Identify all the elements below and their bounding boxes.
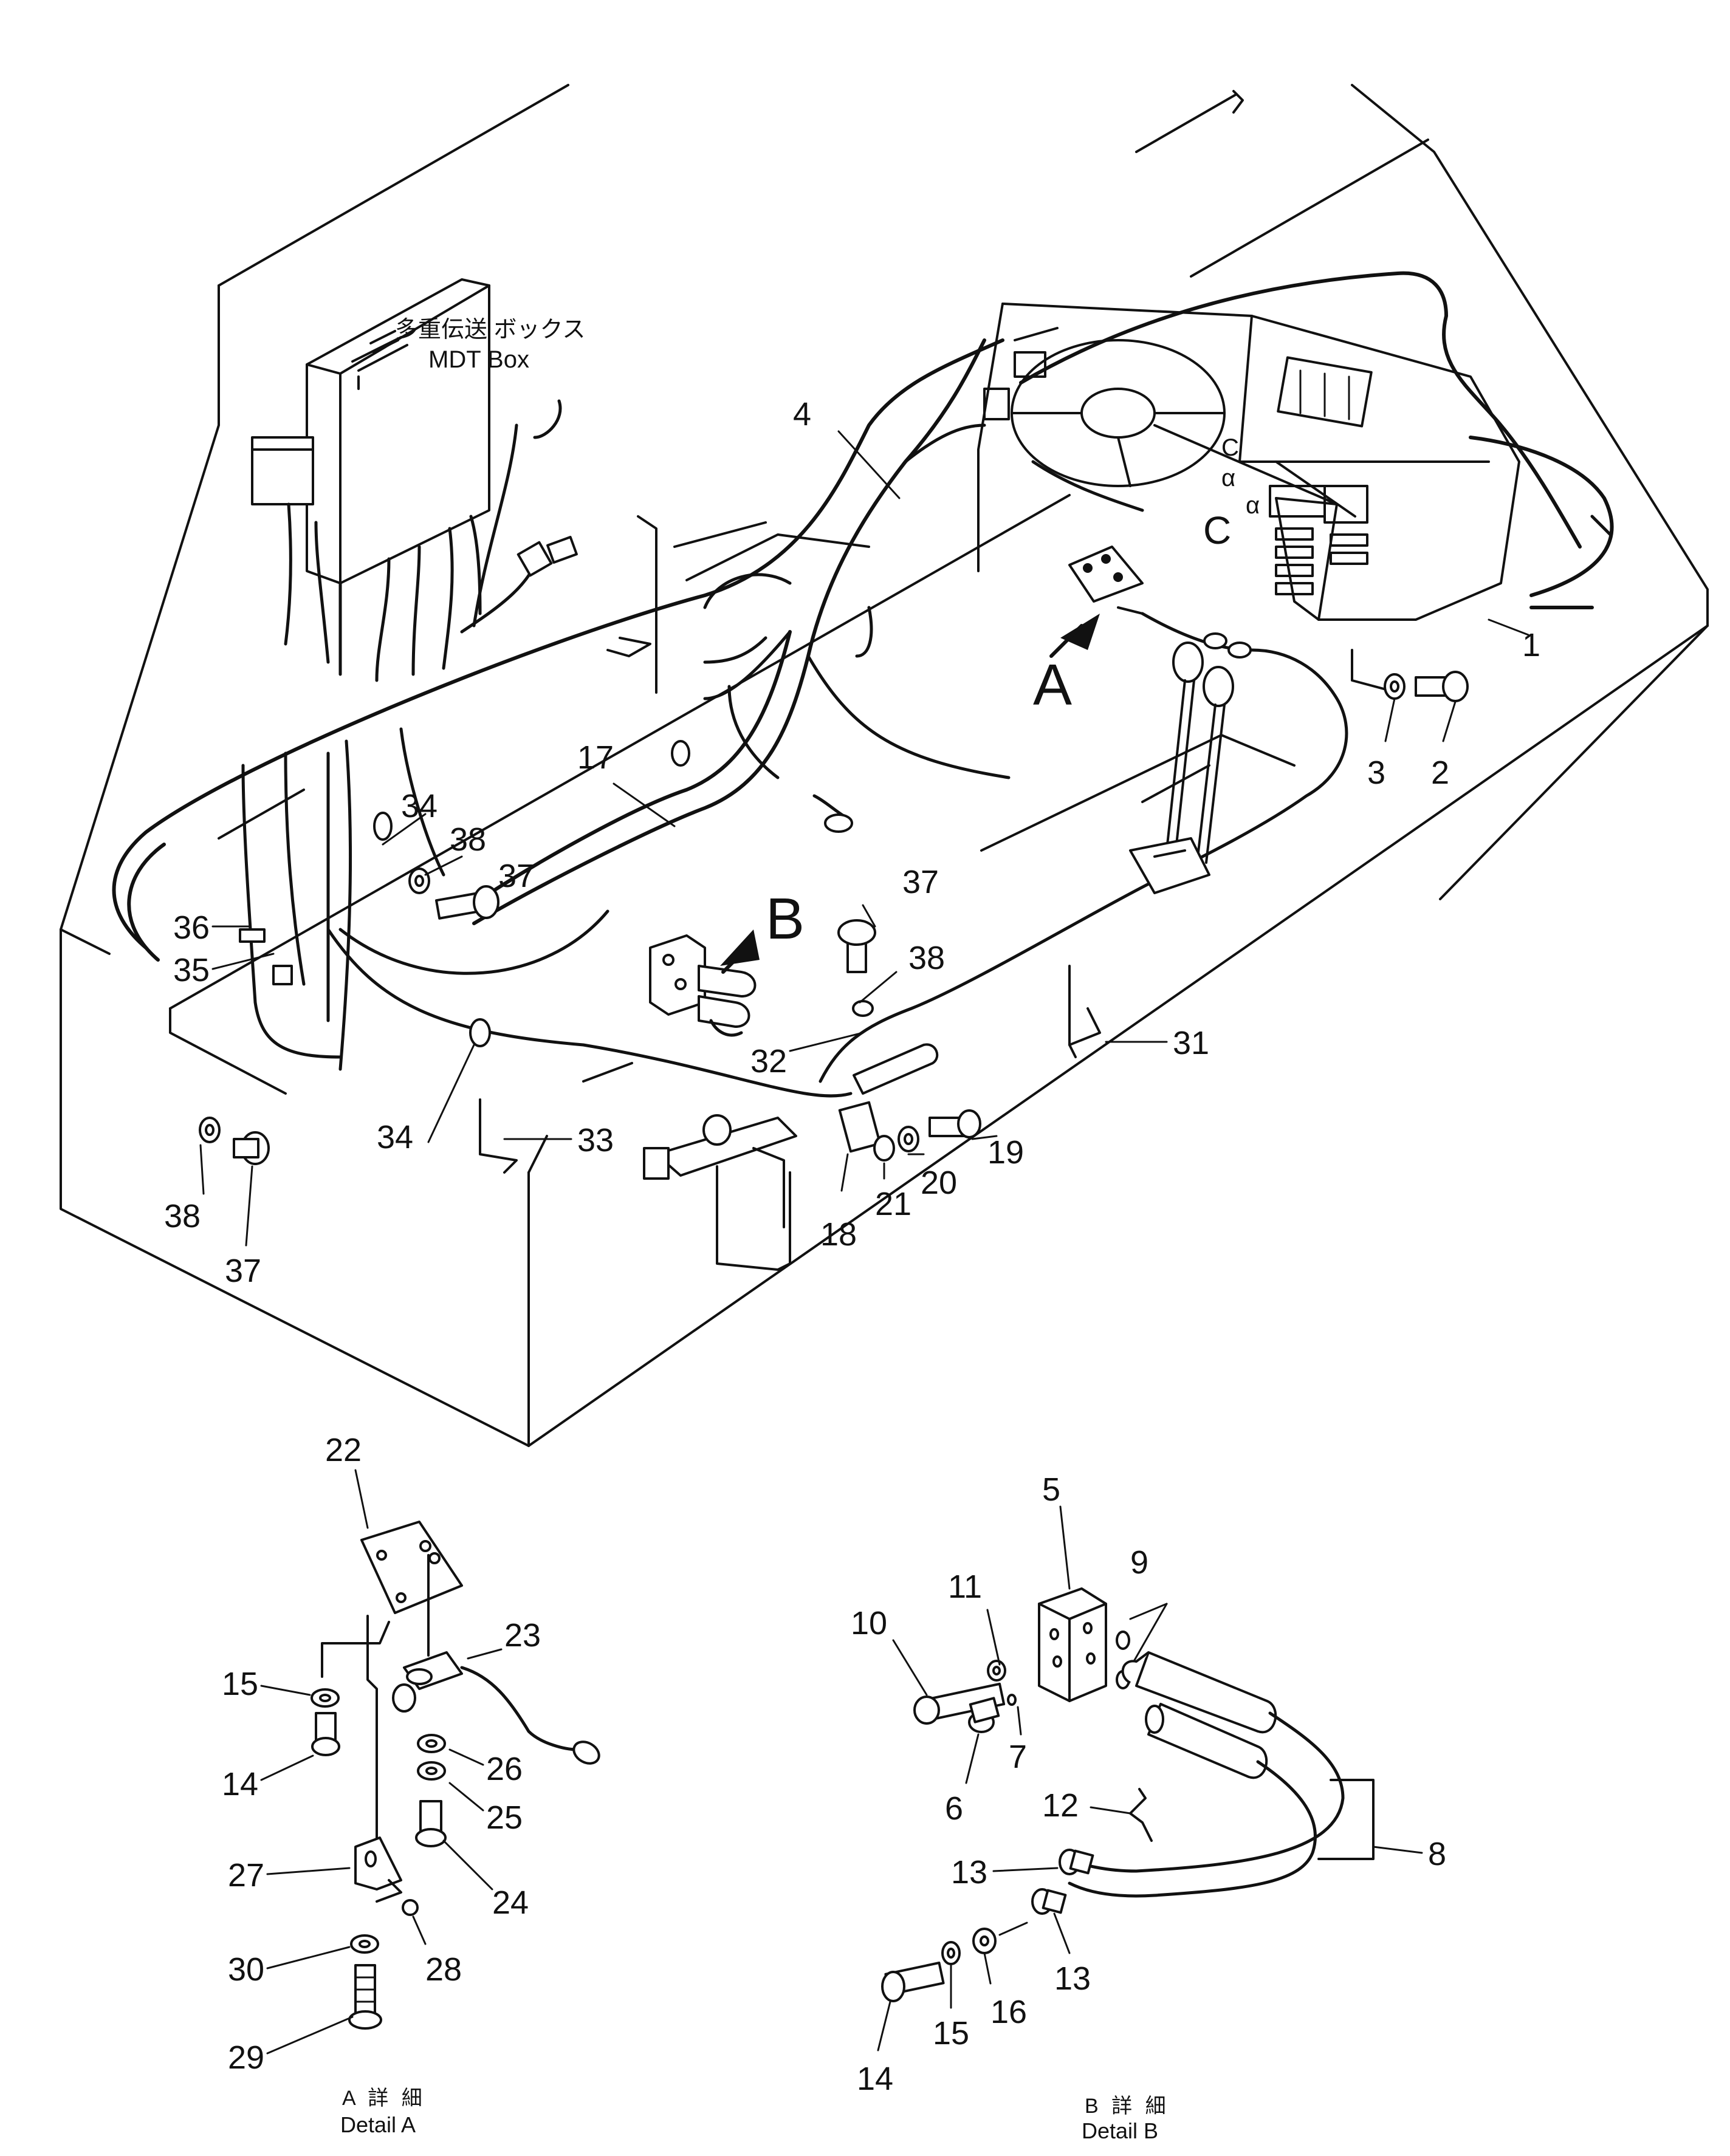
clamp-33 — [479, 1098, 518, 1174]
detail-a-callout-27: 27 — [228, 1857, 264, 1894]
detail-b-caption-jp: B 詳 細 — [1085, 2095, 1170, 2118]
detail-a-callout-23: 23 — [504, 1617, 541, 1654]
detail-b-source-valve — [649, 934, 757, 1037]
detail-b-callout-10: 10 — [851, 1605, 887, 1641]
callout-21: 21 — [875, 1186, 911, 1222]
callout-2: 2 — [1431, 755, 1449, 791]
callout-38c: 38 — [908, 940, 945, 976]
detail-a-caption-jp: A 詳 細 — [342, 2087, 426, 2110]
svg-text:C: C — [1203, 508, 1231, 552]
view-arrow-a: A — [1033, 614, 1100, 717]
mdt-box-label: 多重伝送 ボックス MDT Box — [369, 317, 585, 373]
detail-b-callout-15: 15 — [933, 2015, 969, 2052]
callout-3: 3 — [1367, 755, 1385, 791]
detail-b-callout-6: 6 — [945, 1790, 963, 1827]
svg-text:α: α — [1246, 492, 1260, 519]
cab-outline — [60, 84, 1709, 1447]
detail-a: 22 23 15 14 26 25 24 27 28 30 29 A 詳 細 D… — [222, 1432, 600, 2137]
callout-33: 33 — [577, 1122, 614, 1158]
callout-34b: 34 — [377, 1119, 413, 1155]
detail-a-callout-25: 25 — [486, 1799, 523, 1836]
detail-a-callout-28: 28 — [425, 1951, 462, 1988]
control-levers — [1129, 642, 1234, 894]
detail-b-callout-9: 9 — [1130, 1544, 1148, 1581]
mdt-box — [251, 278, 578, 682]
callout-20: 20 — [921, 1165, 957, 1201]
detail-a-callout-26: 26 — [486, 1751, 523, 1787]
callout-17: 17 — [577, 739, 614, 776]
callout-35: 35 — [173, 952, 210, 988]
view-arrow-b: B — [720, 886, 805, 974]
detail-a-callout-14: 14 — [222, 1766, 258, 1802]
detail-b-caption-en: Detail B — [1082, 2118, 1158, 2143]
detail-b-callout-13b: 13 — [1054, 1960, 1091, 1997]
detail-b-callout-16: 16 — [990, 1994, 1027, 2030]
mdt-box-label-en: MDT Box — [428, 346, 529, 373]
detail-a-callout-24: 24 — [492, 1884, 529, 1921]
detail-b-callout-11: 11 — [948, 1569, 982, 1605]
view-a-label: A — [1033, 652, 1072, 717]
callout-37b: 37 — [225, 1253, 261, 1289]
detail-b: 5 9 11 10 7 6 12 8 13 13 14 15 16 B 詳 細 … — [851, 1471, 1446, 2143]
callouts-main: 4 1 2 3 17 34 38 37 36 35 38 37 34 33 37… — [164, 396, 1540, 1289]
callout-37a: 37 — [498, 858, 535, 894]
view-b-label: B — [766, 886, 805, 951]
detail-a-caption-en: Detail A — [340, 2112, 416, 2137]
detail-b-callout-14: 14 — [857, 2061, 893, 2097]
detail-b-callout-8: 8 — [1428, 1836, 1446, 1872]
bracket-18 — [643, 1043, 939, 1271]
detail-b-callout-13a: 13 — [951, 1854, 987, 1891]
detail-a-callout-15: 15 — [222, 1666, 258, 1702]
main-harness — [112, 271, 1614, 1098]
detail-a-callout-30: 30 — [228, 1951, 264, 1988]
callout-38a: 38 — [450, 821, 486, 858]
svg-text:C: C — [1221, 434, 1239, 461]
detail-a-source-bracket — [1068, 546, 1144, 603]
callout-38b: 38 — [164, 1198, 201, 1234]
detail-b-callout-12: 12 — [1042, 1787, 1079, 1824]
detail-b-callout-5: 5 — [1042, 1471, 1060, 1508]
dashboard-console: C C α α — [977, 303, 1520, 621]
detail-a-callout-22: 22 — [325, 1432, 362, 1468]
callout-34a: 34 — [401, 788, 438, 824]
callout-1: 1 — [1522, 627, 1540, 663]
svg-text:α: α — [1221, 465, 1235, 491]
detail-b-callout-7: 7 — [1009, 1739, 1027, 1775]
callout-19: 19 — [987, 1134, 1024, 1171]
clamp-34 — [373, 812, 491, 1047]
callout-36: 36 — [173, 909, 210, 946]
callout-31: 31 — [1173, 1025, 1209, 1061]
mdt-box-label-jp: 多重伝送 ボックス — [395, 317, 585, 343]
callout-4: 4 — [793, 396, 811, 433]
clamp-31 — [1068, 1007, 1101, 1058]
callout-32: 32 — [750, 1043, 787, 1080]
fasteners-main — [199, 671, 1469, 1165]
callout-37c: 37 — [902, 864, 939, 900]
callout-18: 18 — [820, 1216, 857, 1253]
detail-a-callout-29: 29 — [228, 2039, 264, 2076]
